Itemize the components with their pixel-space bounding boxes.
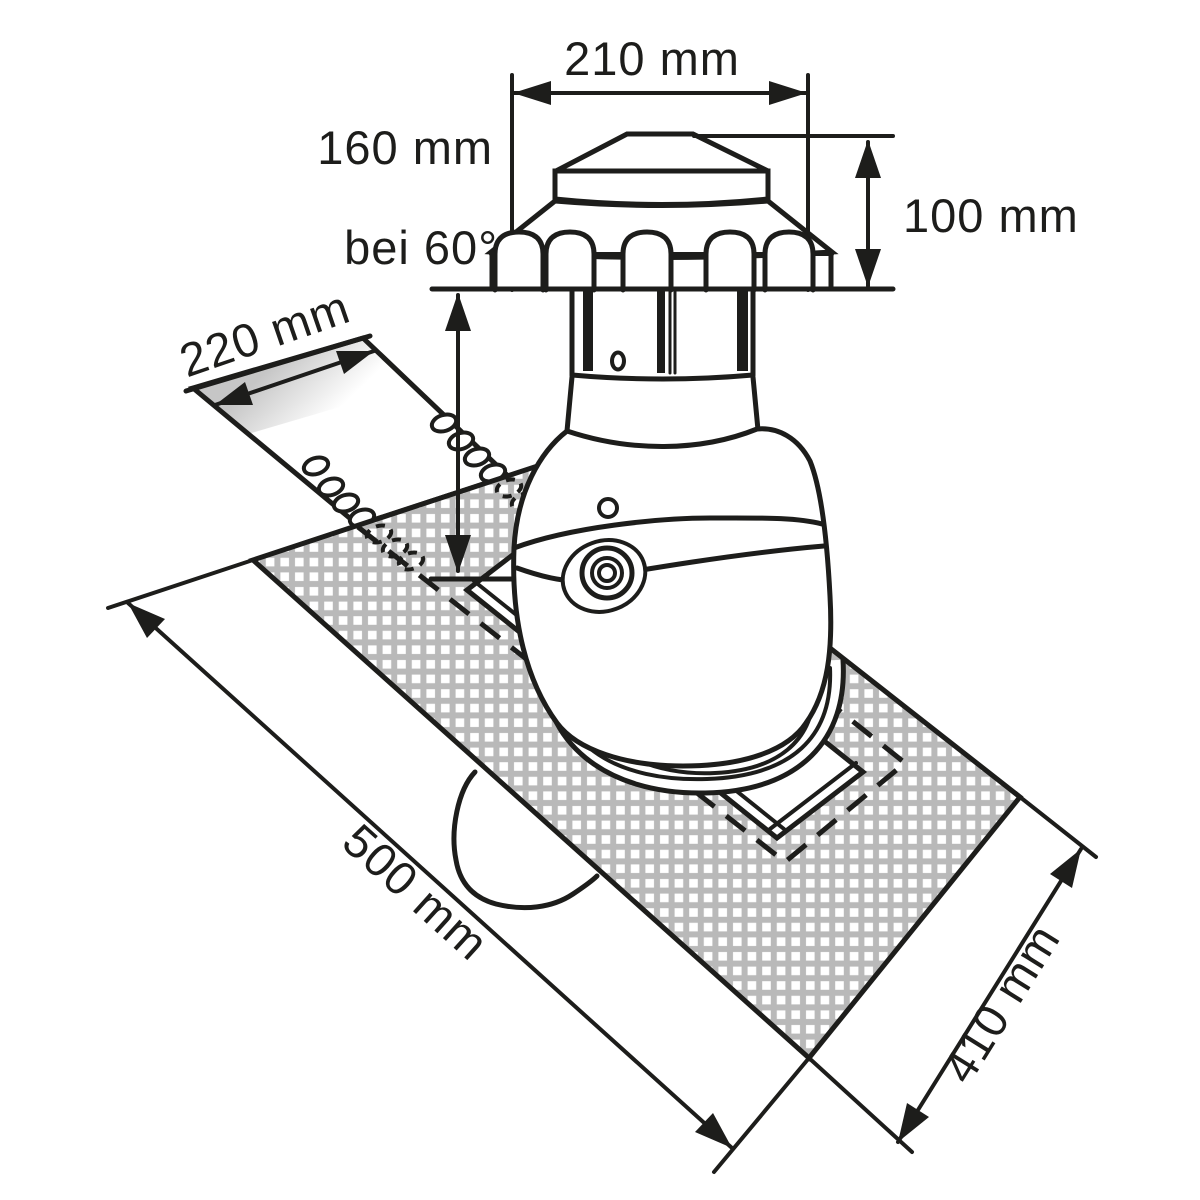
pipe-slot: [657, 291, 665, 373]
arrowhead-left: [215, 382, 253, 405]
strip-hole: [301, 455, 331, 477]
membrane-strip-shaded-band: [193, 338, 418, 434]
cap-dome: [554, 131, 770, 174]
dim-line: [896, 847, 1083, 1144]
arrowhead-down: [855, 249, 881, 287]
body-screw: [597, 497, 619, 519]
dim-label-roof-clearance: 160 mm: [317, 121, 493, 174]
pipe-spout-below-plate: [451, 769, 600, 911]
vent-pipe: [564, 286, 761, 434]
arrowhead-lower: [898, 1103, 929, 1142]
dim-cap-height: 100 mm: [692, 134, 1079, 288]
ext-line-lower: [807, 1056, 914, 1154]
pipe-joint-line: [569, 372, 756, 382]
ext-line-left: [106, 555, 264, 610]
arrowhead-right: [769, 81, 807, 105]
arrowhead-lower: [695, 1113, 732, 1148]
ext-line-right: [712, 1056, 811, 1174]
arrowhead-up: [445, 293, 471, 331]
vent-cap: [484, 131, 839, 293]
ext-line-upper: [1018, 795, 1098, 859]
grommet-inner-ring: [597, 563, 617, 583]
dim-cap-width: 210 mm: [511, 32, 809, 105]
dim-label-cap-width: 210 mm: [564, 32, 740, 85]
dim-label-plate-width: 410 mm: [932, 915, 1070, 1092]
dim-label-roof-clearance-qualifier: bei 60°: [344, 221, 498, 274]
crown-bump: [703, 229, 757, 293]
crown-bump: [762, 229, 816, 293]
grommet-outer-ring: [579, 545, 635, 601]
strip-hole: [429, 412, 459, 434]
arrowhead-up: [855, 140, 881, 178]
crown-bump: [620, 229, 674, 293]
cap-band: [552, 168, 771, 207]
body-seam-upper: [511, 515, 825, 551]
pipe-lower-edge-left: [564, 374, 575, 434]
arrowhead-left: [513, 81, 551, 105]
dim-roof-clearance: 160 mm bei 60°: [317, 121, 516, 582]
arrowhead-upper: [1050, 849, 1081, 888]
strip-hole: [316, 476, 346, 498]
arrowhead-right: [336, 351, 374, 374]
strip-hole: [331, 492, 361, 514]
cap-crown-bumps: [492, 229, 816, 293]
vent-body: [511, 426, 834, 769]
vent-body-outline: [511, 426, 834, 769]
dim-label-cap-height: 100 mm: [903, 189, 1079, 242]
slide-panel-inner-edge: [768, 761, 858, 831]
grommet-middle-ring: [590, 556, 624, 590]
crown-bump: [492, 229, 546, 293]
pipe-screw: [610, 350, 626, 372]
hidden-outline-dashed: [356, 525, 909, 866]
strip-hole: [462, 446, 492, 468]
hidden-hole: [364, 523, 394, 545]
pipe-slot: [583, 291, 593, 371]
arrowhead-down: [445, 535, 471, 573]
membrane-strip-holes: [301, 412, 508, 529]
dim-line: [126, 601, 734, 1150]
arrowhead-upper: [128, 603, 165, 638]
pipe-slot: [737, 291, 748, 371]
hidden-hole: [494, 477, 524, 499]
crown-bump: [543, 229, 597, 293]
hidden-hole: [396, 550, 426, 572]
pipe-lower-edge-right: [750, 374, 761, 433]
membrane-strip-end-edge: [183, 333, 373, 394]
